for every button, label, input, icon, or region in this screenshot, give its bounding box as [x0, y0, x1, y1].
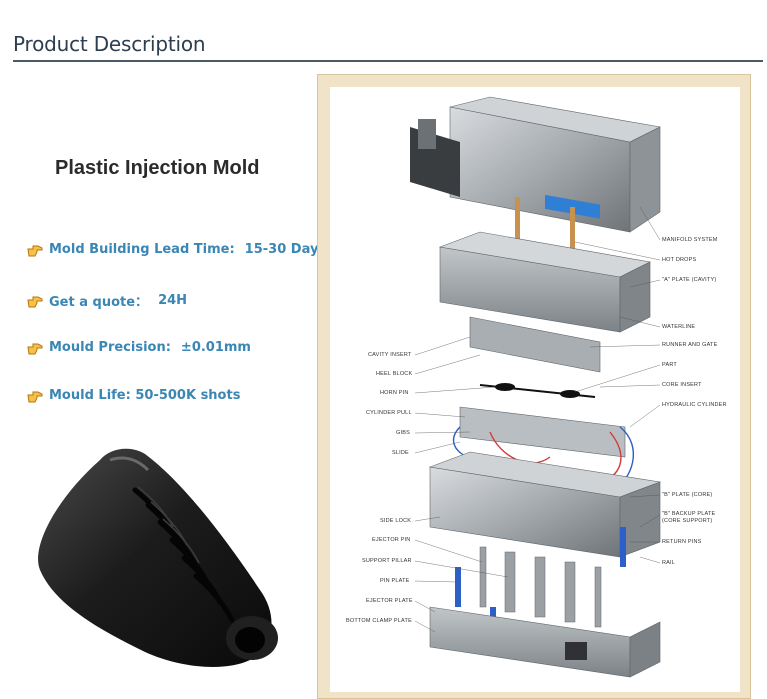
diagram-label: "A" PLATE (CAVITY)	[662, 277, 717, 283]
diagram-label: "B" PLATE (CORE)	[662, 492, 713, 498]
diagram-label: CAVITY INSERT	[368, 352, 412, 358]
diagram-label: CORE INSERT	[662, 382, 702, 388]
spec-label: Mould Life: 50-500K shots	[49, 388, 241, 403]
pointing-hand-icon	[27, 391, 43, 402]
pointing-hand-icon	[27, 245, 43, 256]
mold-diagram-frame: MANIFOLD SYSTEM HOT DROPS "A" PLATE (CAV…	[317, 74, 751, 699]
product-name: Plastic Injection Mold	[55, 157, 260, 179]
diagram-label: HORN PIN	[380, 390, 409, 396]
diagram-label: HOT DROPS	[662, 257, 697, 263]
pointing-hand-icon	[27, 343, 43, 354]
diagram-label: RETURN PINS	[662, 539, 702, 545]
spec-label: Mold Building Lead Time:	[49, 242, 235, 257]
diagram-label: HEEL BLOCK	[376, 371, 413, 377]
diagram-label: SLIDE	[392, 450, 409, 456]
spec-mould-life: Mould Life: 50-500K shots	[27, 388, 240, 403]
spec-label: Mould Precision:	[49, 340, 171, 355]
title-divider	[13, 60, 763, 62]
diagram-label: "B" BACKUP PLATE	[662, 511, 716, 517]
diagram-label: SUPPORT PILLAR	[362, 558, 412, 564]
diagram-label: SIDE LOCK	[380, 518, 412, 524]
diagram-label: MANIFOLD SYSTEM	[662, 237, 718, 243]
mold-illustration	[410, 96, 662, 678]
spec-value: 15-30 Days	[244, 242, 327, 257]
diagram-label: EJECTOR PIN	[372, 537, 411, 543]
diagram-label: PART	[662, 362, 677, 368]
spec-lead-time: Mold Building Lead Time: 15-30 Days	[27, 242, 326, 257]
spec-quote: Get a quote： 24H	[27, 291, 187, 310]
spec-value: 24H	[158, 293, 188, 308]
spec-value: ±0.01mm	[180, 340, 251, 355]
diagram-label: BOTTOM CLAMP PLATE	[346, 618, 412, 624]
diagram-label: RAIL	[662, 560, 676, 566]
diagram-label: HYDRAULIC CYLINDER	[662, 402, 727, 408]
diagram-label: GIBS	[396, 430, 410, 436]
diagram-label: CYLINDER PULL	[366, 410, 412, 416]
mold-exploded-diagram: MANIFOLD SYSTEM HOT DROPS "A" PLATE (CAV…	[330, 87, 740, 692]
diagram-label: PIN PLATE	[380, 578, 410, 584]
spec-label: Get a quote：	[49, 295, 149, 310]
rubber-grip-image	[38, 448, 278, 667]
diagram-label: EJECTOR PLATE	[366, 598, 413, 604]
diagram-label: WATERLINE	[662, 324, 696, 330]
diagram-label: RUNNER AND GATE	[662, 342, 718, 348]
pointing-hand-icon	[27, 296, 43, 307]
section-title: Product Description	[13, 32, 206, 56]
spec-precision: Mould Precision: ±0.01mm	[27, 340, 251, 355]
diagram-label: (CORE SUPPORT)	[662, 518, 713, 524]
